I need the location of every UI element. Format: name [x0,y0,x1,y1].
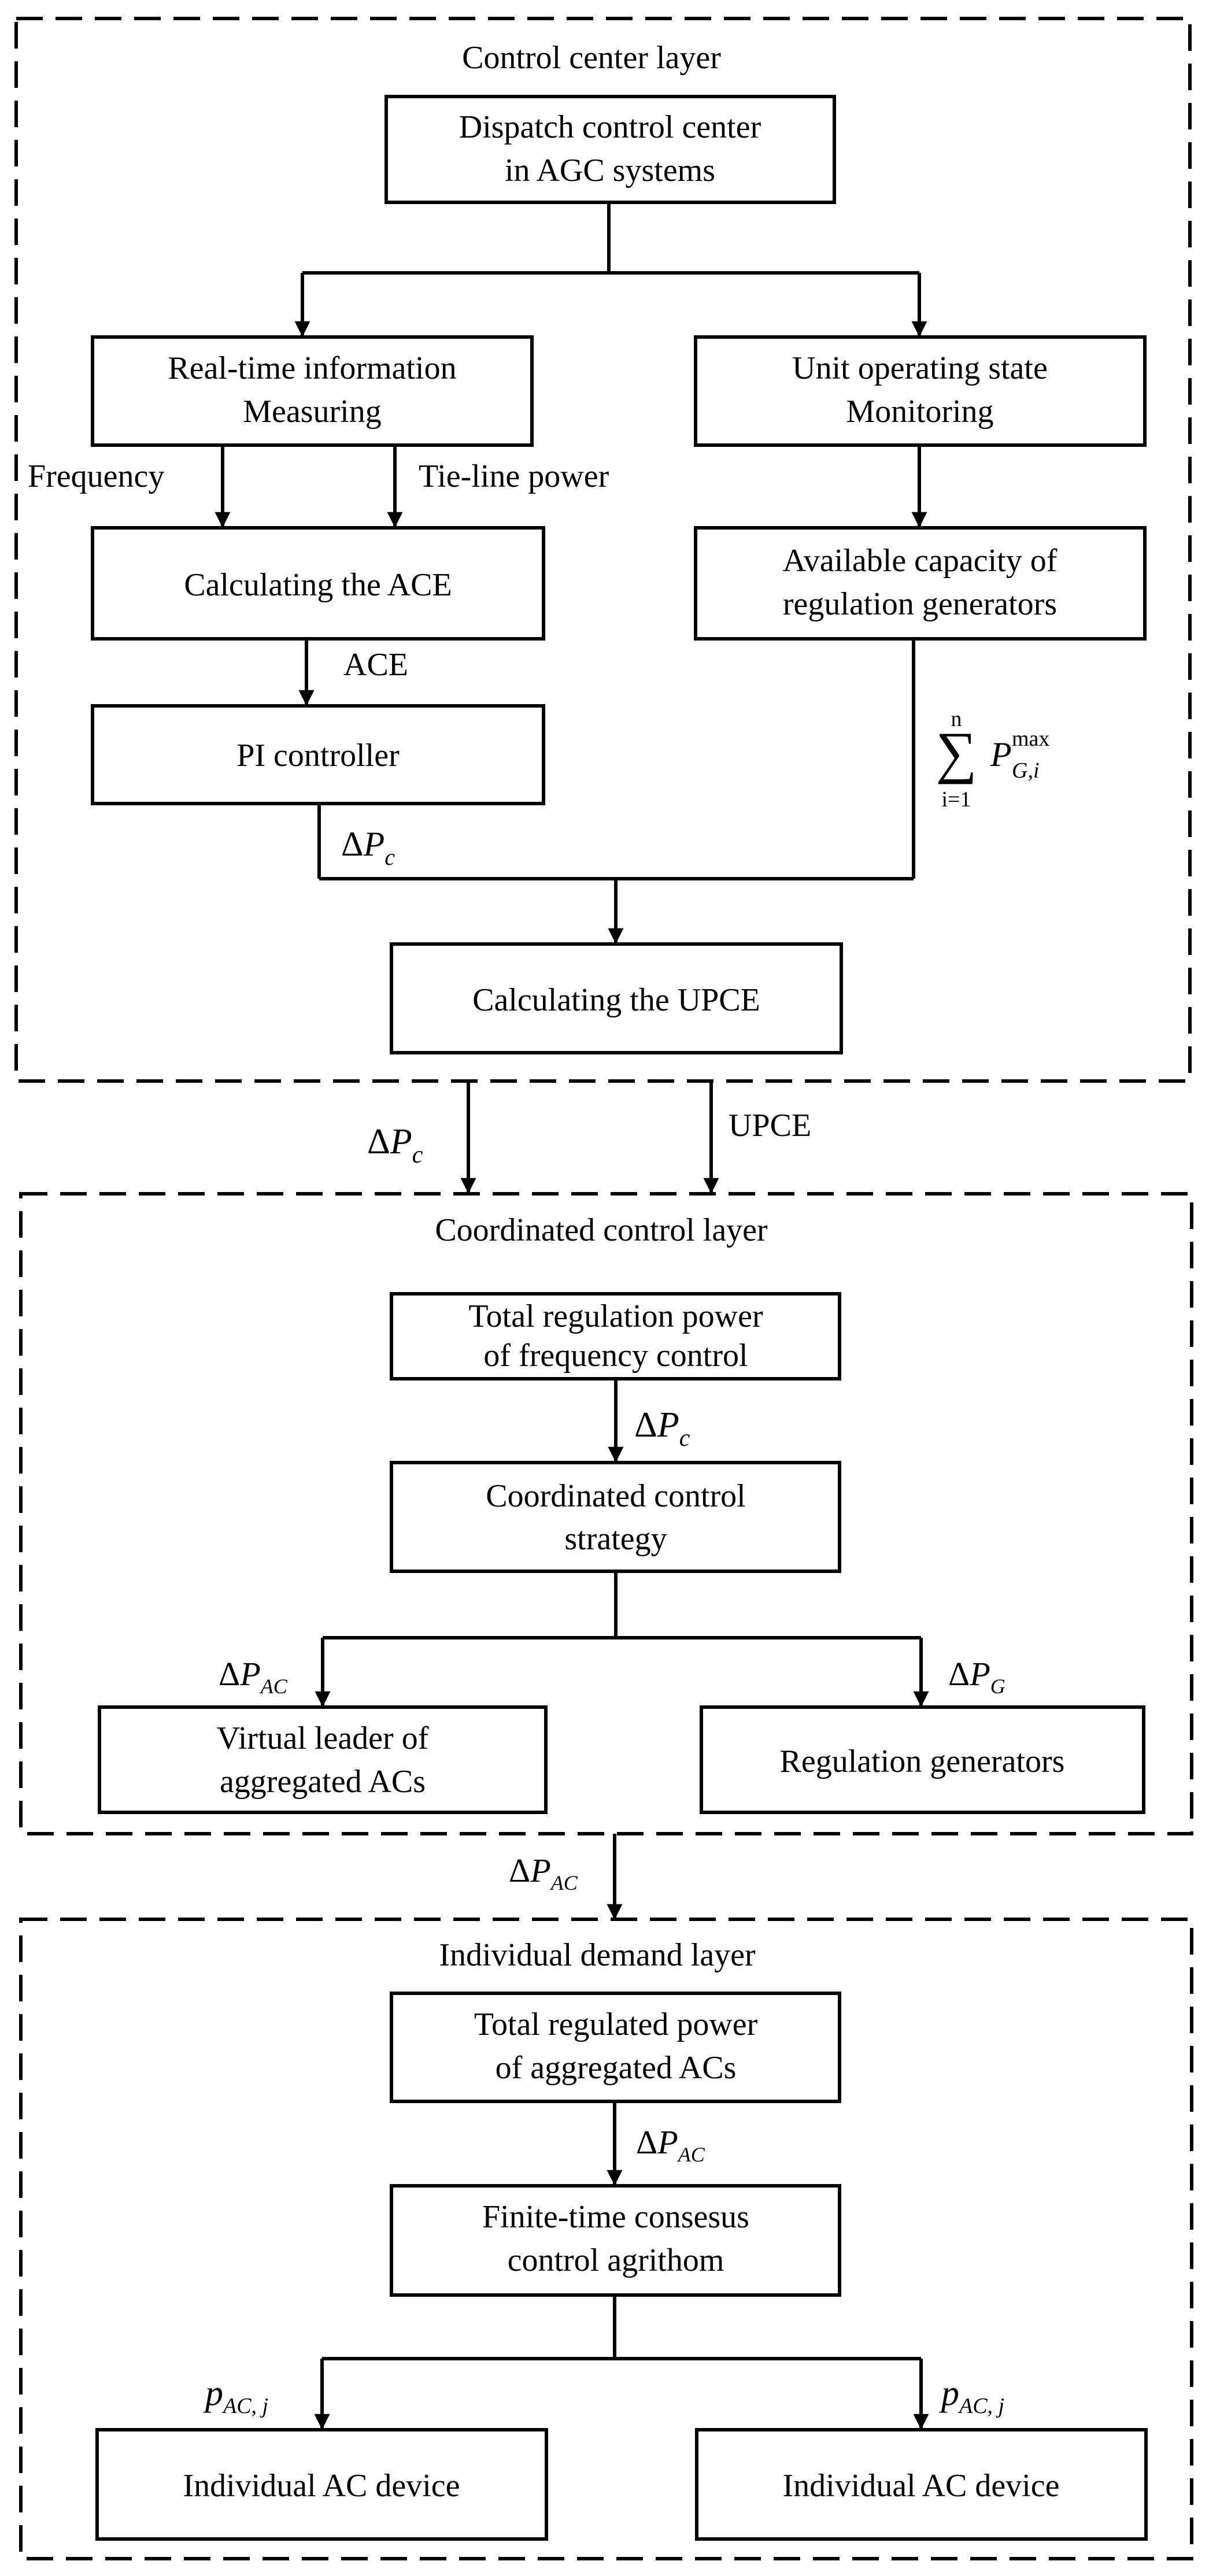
label-sum-capacity: n ∑ i=1 P G,i max [936,707,1049,812]
individual-ac-right-box: Individual AC device [695,2428,1148,2541]
svg-text:Calculating the UPCE: Calculating the UPCE [472,982,760,1018]
svg-text:Virtual leader of: Virtual leader of [217,1720,429,1756]
total-regulated-ac-box: Total regulated power of aggregated ACs [390,1992,841,2103]
label-pacj-left: pAC, j [203,2374,268,2418]
label-frequency: Frequency [28,458,164,494]
label-delta-pac-inter: ΔPAC [509,1852,578,1894]
svg-text:PI controller: PI controller [236,738,400,773]
coordinated-layer-title: Coordinated control layer [435,1212,768,1248]
svg-text:in AGC systems: in AGC systems [505,153,715,188]
finite-time-consensus-box: Finite-time consesus control agrithom [390,2184,841,2297]
svg-text:Available capacity of: Available capacity of [783,543,1058,579]
label-delta-pc-inter: ΔPc [367,1122,423,1168]
total-regulation-box: Total regulation power of frequency cont… [390,1292,841,1380]
label-delta-pac-ind: ΔPAC [636,2123,705,2166]
svg-text:Regulation generators: Regulation generators [780,1744,1065,1779]
svg-text:Individual AC device: Individual AC device [782,2468,1059,2504]
svg-text:regulation generators: regulation generators [783,586,1057,622]
svg-text:Dispatch control center: Dispatch control center [459,109,761,145]
svg-text:Total regulated power: Total regulated power [474,2007,758,2042]
label-delta-pg: ΔPG [948,1655,1005,1698]
control-center-layer-frame [14,17,1192,1083]
label-tie-line-power: Tie-line power [419,458,609,494]
svg-text:of aggregated ACs: of aggregated ACs [496,2050,737,2086]
label-delta-pc-pi: ΔPc [341,825,395,870]
svg-text:control agrithom: control agrithom [508,2242,724,2278]
svg-text:Unit operating state: Unit operating state [792,350,1048,386]
calculating-upce-box: Calculating the UPCE [390,942,843,1054]
svg-text:Measuring: Measuring [243,394,382,430]
regulation-generators-box: Regulation generators [700,1705,1145,1814]
individual-layer-title: Individual demand layer [439,1937,756,1973]
svg-text:Monitoring: Monitoring [846,394,993,430]
svg-text:Total regulation power: Total regulation power [468,1298,763,1334]
svg-text:of frequency control: of frequency control [483,1338,748,1374]
label-ace: ACE [343,647,408,683]
individual-ac-left-box: Individual AC device [95,2428,548,2541]
dispatch-box: Dispatch control center in AGC systems [384,95,836,204]
available-capacity-box: Available capacity of regulation generat… [694,526,1147,641]
svg-text:Calculating the ACE: Calculating the ACE [184,567,452,603]
label-delta-pac-coord: ΔPAC [219,1655,288,1698]
svg-text:G,i: G,i [1012,758,1040,783]
label-upce: UPCE [729,1108,811,1143]
control-center-layer-title: Control center layer [462,40,721,76]
pi-controller-box: PI controller [91,704,545,805]
virtual-leader-box: Virtual leader of aggregated ACs [98,1705,548,1814]
unit-state-box: Unit operating state Monitoring [694,335,1147,447]
svg-text:aggregated ACs: aggregated ACs [220,1764,426,1800]
svg-text:max: max [1012,727,1049,751]
svg-text:i=1: i=1 [942,787,971,812]
svg-text:P: P [990,735,1012,773]
svg-text:∑: ∑ [936,720,977,784]
calculating-ace-box: Calculating the ACE [91,526,545,641]
svg-text:Finite-time consesus: Finite-time consesus [482,2199,749,2235]
svg-text:strategy: strategy [564,1521,667,1557]
label-pacj-right: pAC, j [939,2374,1004,2418]
svg-text:Individual AC device: Individual AC device [183,2468,460,2504]
realtime-measuring-box: Real-time information Measuring [91,335,534,447]
label-delta-pc-coord: ΔPc [634,1405,690,1452]
coordinated-strategy-box: Coordinated control strategy [390,1461,841,1573]
svg-text:Coordinated control: Coordinated control [486,1478,745,1514]
svg-text:Real-time information: Real-time information [168,350,456,386]
svg-text:n: n [951,707,962,731]
